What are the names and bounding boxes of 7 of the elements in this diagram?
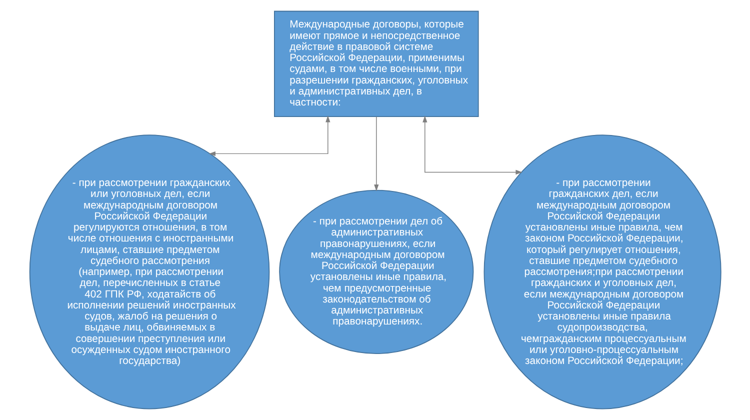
node-ellipse: - при рассмотрении дел об административных правонарушениях, если международным договором Российской Федерации установлены иные правила, чем предусмотренные законодательством об административных правонарушениях. — [278, 190, 474, 354]
arrow — [208, 116, 330, 156]
node-box: Международные договоры, которые имеют прямое и непосредственное действие в правовой системе Российской Федерации, применимы судами, в том числе военными, при разрешении гражданских, уголовных и административных дел, в частности: — [274, 10, 478, 117]
node-ellipse: - при рассмотрении гражданских или уголовных дел, если международным договором Российской Федерации регулируются отношения, в том числе отношения с иностранными лицами, ставшие предметом судебного рассмотрения (например, при рассмотрении дел, перечисленных в статье 402 ГПК РФ, ходатайств об исполнении решений иностранных судов, жалоб на решения о выдаче лиц, обвиняемых в совершении преступления или осужденных судом иностранного государства) — [28, 134, 270, 410]
arrow — [374, 116, 378, 192]
arrow — [422, 116, 522, 175]
node-ellipse: - при рассмотрении гражданских дел, если международным договором Российской Федерации установлены иные правила, чем законом Российской Федерации, который регулирует отношения, ставшие предметом судебного рассмотрения;при рассмотрении гражданских и уголовных дел, если международным договором Российской Федерации установлены иные правила судопроизводства, чемгражданским процессуальным или уголовно-процессуальным законом Российской Федерации; — [483, 134, 721, 410]
